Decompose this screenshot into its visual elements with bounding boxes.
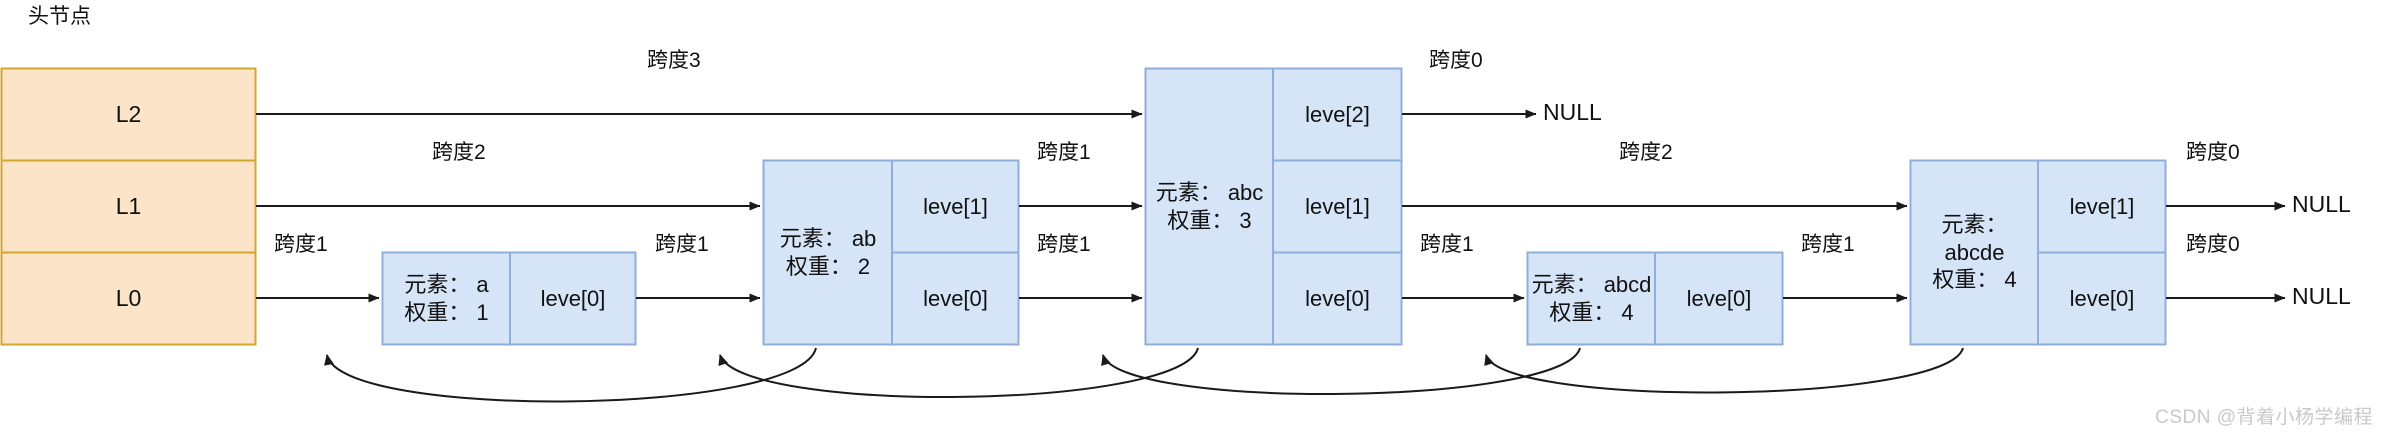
node-ab-box (762, 159, 1020, 346)
node-a-box (381, 251, 637, 346)
backarrow-abcd-to-abc (1101, 347, 1581, 395)
csdn-watermark: CSDN @背着小杨学编程 (2155, 407, 2373, 428)
backarrow-abcde-to-abcd (1484, 347, 1964, 394)
head-node-title: 头节点 (28, 5, 91, 28)
span-label-l0-ab-abc: 跨度1 (1037, 233, 1091, 256)
node-abc-box (1144, 67, 1403, 346)
span-label-l2-abc-null: 跨度0 (1429, 49, 1483, 72)
span-label-l0-a-ab: 跨度1 (655, 233, 709, 256)
node-abcde-box (1909, 159, 2167, 346)
head-node-box (0, 67, 257, 346)
span-label-l0-abcde-null: 跨度0 (2186, 233, 2240, 256)
span-label-l1-head-ab: 跨度2 (432, 141, 486, 164)
span-label-l2-head-abc: 跨度3 (647, 49, 701, 72)
null-label-l0: NULL (2292, 283, 2351, 309)
span-label-l1-ab-abc: 跨度1 (1037, 141, 1091, 164)
span-label-l0-abcd-abcde: 跨度1 (1801, 233, 1855, 256)
node-abcd-box (1526, 251, 1784, 346)
backarrow-ab-to-a (324, 347, 817, 403)
backarrow-abc-to-ab (718, 347, 1199, 398)
span-label-l0-abc-abcd: 跨度1 (1420, 233, 1474, 256)
span-label-l0-head-a: 跨度1 (274, 233, 328, 256)
span-label-l1-abc-abcde: 跨度2 (1619, 141, 1673, 164)
null-label-l2: NULL (1543, 99, 1602, 125)
null-label-l1: NULL (2292, 191, 2351, 217)
span-label-l1-abcde-null: 跨度0 (2186, 141, 2240, 164)
